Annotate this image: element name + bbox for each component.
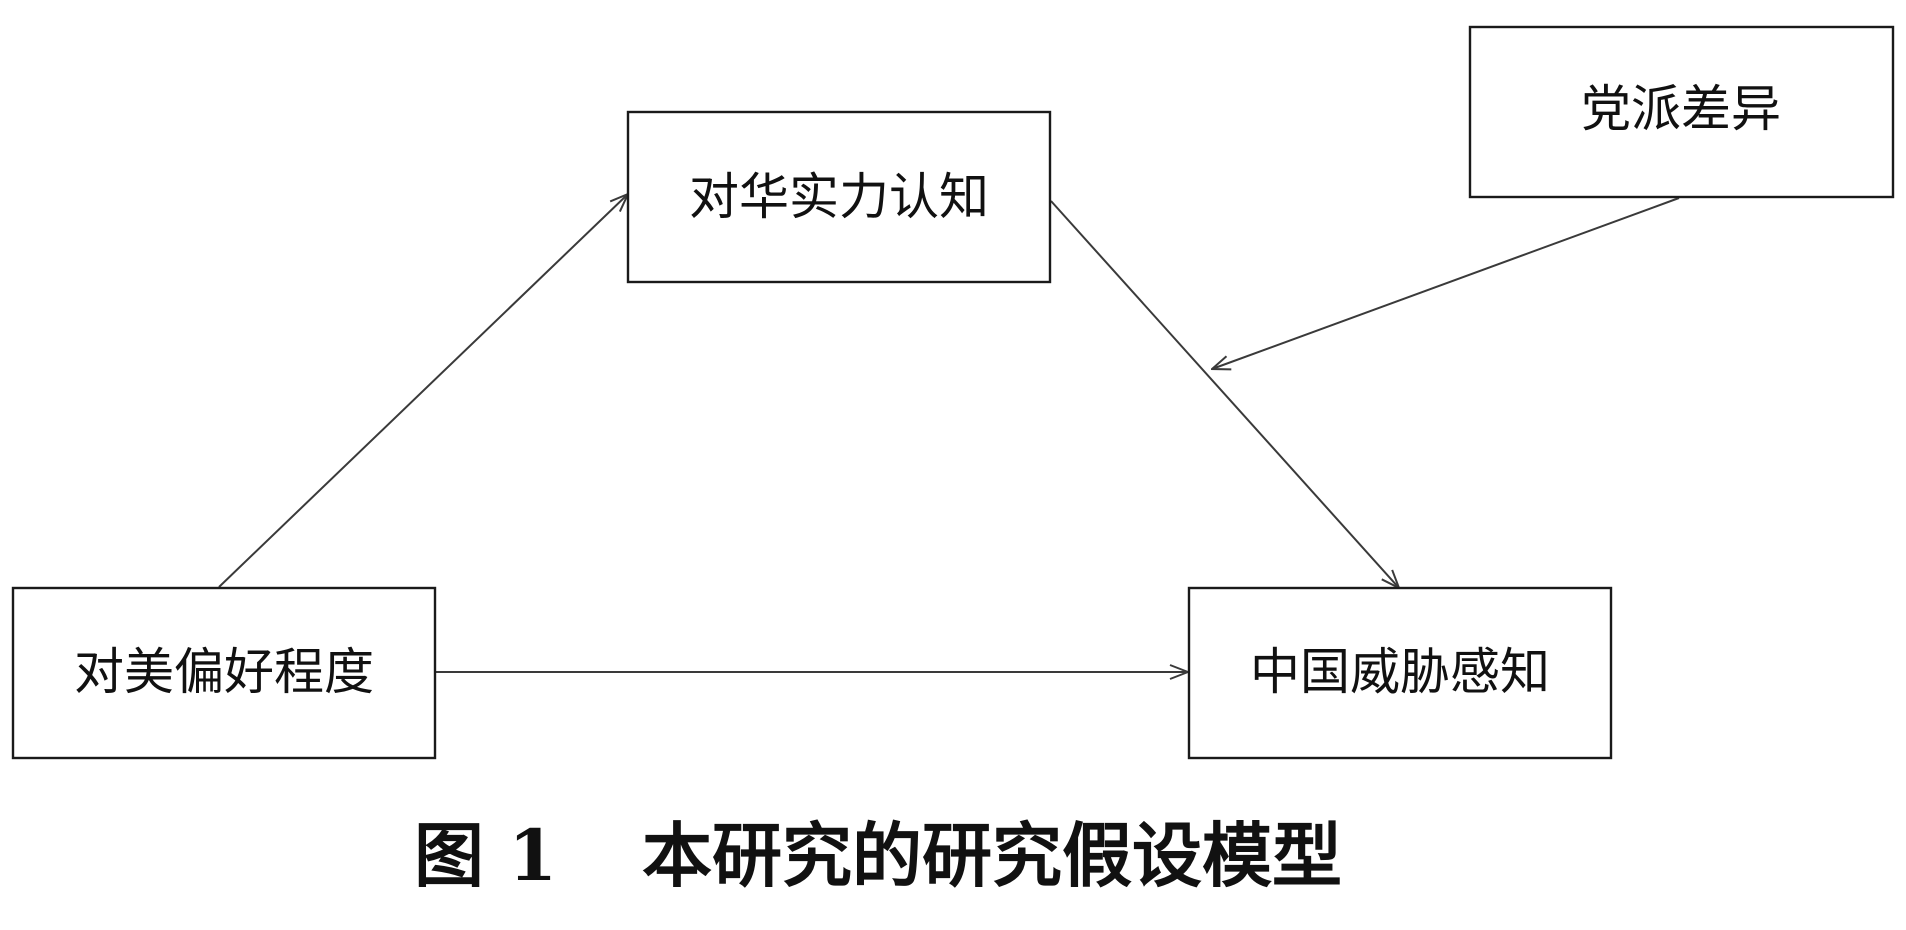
- arrow-predictor-to-mediator: [218, 194, 628, 588]
- predictor-box: [11, 586, 437, 760]
- predictor-node: 对美偏好程度: [11, 586, 437, 760]
- outcome-box: [1187, 586, 1613, 760]
- moderator-node: 党派差异: [1468, 25, 1895, 199]
- figure-title: 本研究的研究假设模型: [642, 814, 1342, 897]
- mediator-box: [626, 110, 1052, 284]
- moderator-box: [1468, 25, 1895, 199]
- outcome-node: 中国威胁感知: [1187, 586, 1613, 760]
- mediator-node: 对华实力认知: [626, 110, 1052, 284]
- arrow-moderator-to-path: [1212, 197, 1680, 369]
- figure-number: 图 1: [414, 814, 557, 897]
- arrow-mediator-to-outcome: [1050, 200, 1399, 588]
- mediator-label: 对华实力认知: [689, 168, 989, 226]
- outcome-label: 中国威胁感知: [1250, 643, 1550, 701]
- moderator-label: 党派差异: [1581, 80, 1781, 138]
- predictor-label: 对美偏好程度: [74, 643, 374, 701]
- figure-caption: 图 1 本研究的研究假设模型: [414, 814, 1342, 897]
